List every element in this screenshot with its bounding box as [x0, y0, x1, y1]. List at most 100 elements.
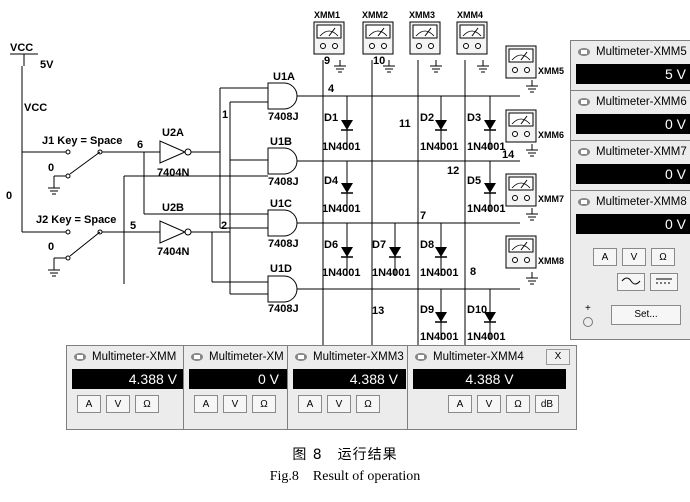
window-title: Multimeter-XMM3: [313, 350, 404, 363]
d2-part: 1N4001: [420, 141, 459, 153]
ammeter-button[interactable]: A: [194, 395, 218, 413]
title-bar[interactable]: Multimeter-XMM7: [571, 141, 690, 162]
close-button[interactable]: X: [546, 349, 570, 365]
d7-part: 1N4001: [372, 267, 411, 279]
circuit-schematic: VCC 5V VCC 0 J1 Key = Space 0 J2 Key = S…: [6, 10, 564, 350]
u1b-label: U1B: [270, 136, 292, 148]
multimeter-icon: [294, 352, 308, 362]
net-2-label: 2: [221, 220, 227, 232]
net-1-label: 1: [222, 109, 228, 121]
d9-part: 1N4001: [420, 331, 459, 343]
mode-buttons: A V Ω: [593, 248, 690, 266]
vcc-label: VCC: [10, 42, 33, 54]
ammeter-button[interactable]: A: [77, 395, 101, 413]
window-title: Multimeter-XMM5: [596, 45, 687, 58]
inverter-u2a: U2A 7404N: [157, 127, 192, 179]
reading-display: 0 V: [576, 164, 690, 184]
title-bar[interactable]: Multimeter-XMM: [67, 346, 190, 367]
d1-part: 1N4001: [322, 141, 361, 153]
signal-buttons: [617, 273, 690, 291]
u1a-label: U1A: [273, 71, 295, 83]
voltmeter-button[interactable]: V: [477, 395, 501, 413]
multimeter-icon: [414, 352, 428, 362]
j2-ground-label: 0: [48, 241, 54, 253]
dc-button[interactable]: [650, 273, 678, 291]
vcc-source: VCC 5V VCC 0: [6, 42, 54, 202]
meter-xmm1[interactable]: XMM1: [313, 10, 347, 73]
u1d-part: 7408J: [268, 303, 299, 315]
d5-part: 1N4001: [467, 203, 506, 215]
ohmmeter-button[interactable]: Ω: [356, 395, 380, 413]
meter-xmm7[interactable]: XMM7: [505, 173, 564, 221]
decibel-button[interactable]: dB: [535, 395, 559, 413]
xmm7-label: XMM7: [538, 194, 564, 204]
title-bar[interactable]: Multimeter-XMM6: [571, 91, 690, 112]
ohmmeter-button[interactable]: Ω: [252, 395, 276, 413]
meter-xmm5[interactable]: XMM5: [505, 45, 564, 93]
multimeter-window-xmm8[interactable]: Multimeter-XMM8 0 V A V Ω + Set...: [570, 190, 690, 340]
title-bar[interactable]: Multimeter-XMM8: [571, 191, 690, 212]
xmm8-label: XMM8: [538, 256, 564, 266]
voltmeter-button[interactable]: V: [622, 248, 646, 266]
ac-button[interactable]: [617, 273, 645, 291]
title-bar[interactable]: Multimeter-XM: [184, 346, 292, 367]
net-5-label: 5: [130, 220, 136, 232]
vcc-voltage: 5V: [40, 59, 54, 71]
figure-caption-english: Fig.8 Result of operation: [269, 469, 421, 484]
figure-caption-chinese: 图 8 运行结果: [292, 447, 398, 463]
d9-label: D9: [420, 304, 434, 316]
meter-xmm8[interactable]: XMM8: [505, 235, 564, 285]
reading-display: 4.388 V: [293, 369, 406, 389]
multimeter-window-xmm1[interactable]: Multimeter-XMM 4.388 V A V Ω: [66, 345, 191, 430]
u1b-part: 7408J: [268, 176, 299, 188]
u2a-label: U2A: [162, 127, 184, 139]
voltmeter-button[interactable]: V: [223, 395, 247, 413]
switch-j1[interactable]: J1 Key = Space 0: [42, 135, 122, 195]
d10-part: 1N4001: [467, 331, 506, 343]
j2-label: J2 Key = Space: [36, 214, 116, 226]
d4-part: 1N4001: [322, 203, 361, 215]
ohmmeter-button[interactable]: Ω: [506, 395, 530, 413]
net-11-label: 11: [399, 118, 411, 130]
multimeter-window-xmm2[interactable]: Multimeter-XM 0 V A V Ω: [183, 345, 293, 430]
u2b-label: U2B: [162, 202, 184, 214]
window-title: Multimeter-XMM7: [596, 145, 687, 158]
title-bar[interactable]: Multimeter-XMM4: [408, 346, 576, 367]
vcc-net-label: VCC: [24, 102, 47, 114]
ohmmeter-button[interactable]: Ω: [651, 248, 675, 266]
simulation-workspace: VCC 5V VCC 0 J1 Key = Space 0 J2 Key = S…: [6, 10, 690, 430]
net-14-label: 14: [502, 149, 515, 161]
title-bar[interactable]: Multimeter-XMM5: [571, 41, 690, 62]
voltmeter-button[interactable]: V: [327, 395, 351, 413]
mode-buttons: A V Ω: [77, 395, 190, 413]
net-zero-label: 0: [6, 190, 12, 202]
switch-j2[interactable]: J2 Key = Space 0: [36, 214, 116, 277]
meter-xmm4[interactable]: XMM4: [456, 10, 490, 73]
d4-label: D4: [324, 175, 339, 187]
ammeter-button[interactable]: A: [448, 395, 472, 413]
net-7-label: 7: [420, 210, 426, 222]
voltmeter-button[interactable]: V: [106, 395, 130, 413]
ammeter-button[interactable]: A: [298, 395, 322, 413]
d3-part: 1N4001: [467, 141, 506, 153]
multimeter-window-xmm3[interactable]: Multimeter-XMM3 4.388 V A V Ω: [287, 345, 412, 430]
multimeter-window-xmm4[interactable]: Multimeter-XMM4 X 4.388 V A V Ω dB: [407, 345, 577, 430]
meter-xmm6[interactable]: XMM6: [505, 109, 564, 157]
multimeter-window-xmm6[interactable]: Multimeter-XMM6 0 V: [570, 90, 690, 150]
meter-xmm2[interactable]: XMM2: [362, 10, 396, 73]
plus-terminal-icon[interactable]: [583, 317, 593, 327]
set-button[interactable]: Set...: [611, 305, 681, 325]
d8-part: 1N4001: [420, 267, 459, 279]
xmm6-label: XMM6: [538, 130, 564, 140]
title-bar[interactable]: Multimeter-XMM3: [288, 346, 411, 367]
reading-display: 5 V: [576, 64, 690, 84]
net-13-label: 13: [372, 305, 384, 317]
d8-label: D8: [420, 239, 434, 251]
multimeter-icon: [577, 197, 591, 207]
ohmmeter-button[interactable]: Ω: [135, 395, 159, 413]
d1-label: D1: [324, 112, 338, 124]
ammeter-button[interactable]: A: [593, 248, 617, 266]
window-title: Multimeter-XMM: [92, 350, 177, 363]
reading-display: 0 V: [189, 369, 287, 389]
meter-xmm3[interactable]: XMM3: [409, 10, 443, 73]
